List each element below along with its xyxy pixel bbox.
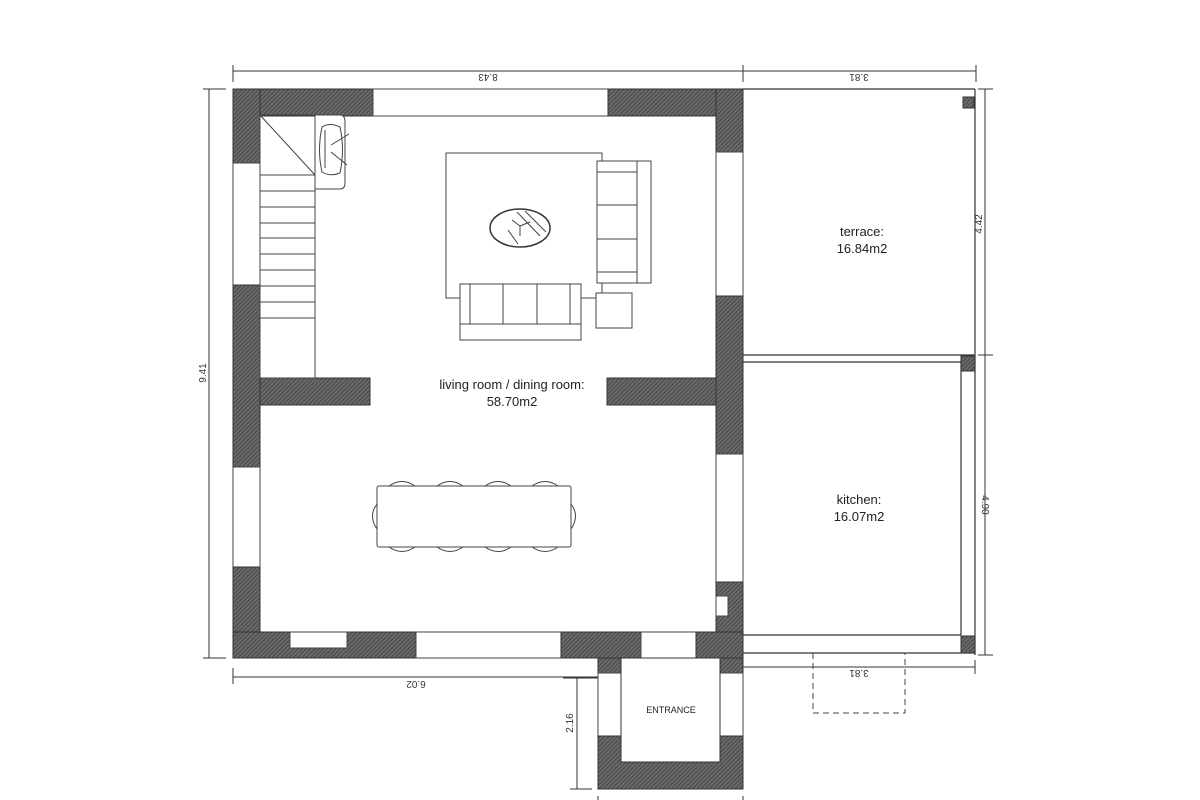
- side-table-icon: [581, 292, 633, 329]
- dim-top-right: 3.81: [849, 71, 869, 82]
- dim-bottom-left: 6.02: [406, 678, 426, 689]
- terrace-area: [743, 88, 976, 655]
- armchair-icon: [314, 114, 350, 190]
- kitchen-area: [743, 354, 976, 714]
- dim-bottom-right: 3.81: [849, 667, 869, 678]
- sofa-bottom-icon: [459, 283, 582, 341]
- living-room-label: living room / dining room:: [439, 377, 584, 392]
- entrance-vestibule: [597, 657, 744, 790]
- living-room-area: 58.70m2: [487, 394, 538, 409]
- dim-right-lower: 4.90: [979, 495, 990, 515]
- terrace-label: terrace:: [840, 224, 884, 239]
- sofa-right-icon: [596, 160, 652, 284]
- main-house: [232, 88, 744, 659]
- dim-left: 9.41: [198, 363, 209, 383]
- entrance-label: ENTRANCE: [646, 705, 696, 715]
- coffee-table-icon: [489, 208, 551, 248]
- staircase: [259, 114, 316, 379]
- terrace-area-value: 16.84m2: [837, 241, 888, 256]
- dim-top-main: 8.43: [478, 71, 498, 82]
- dim-right-upper: 4.42: [974, 214, 985, 234]
- dining-table-icon: [372, 481, 576, 552]
- dim-entrance-height: 2.16: [565, 713, 576, 733]
- kitchen-label: kitchen:: [837, 492, 882, 507]
- kitchen-area-value: 16.07m2: [834, 509, 885, 524]
